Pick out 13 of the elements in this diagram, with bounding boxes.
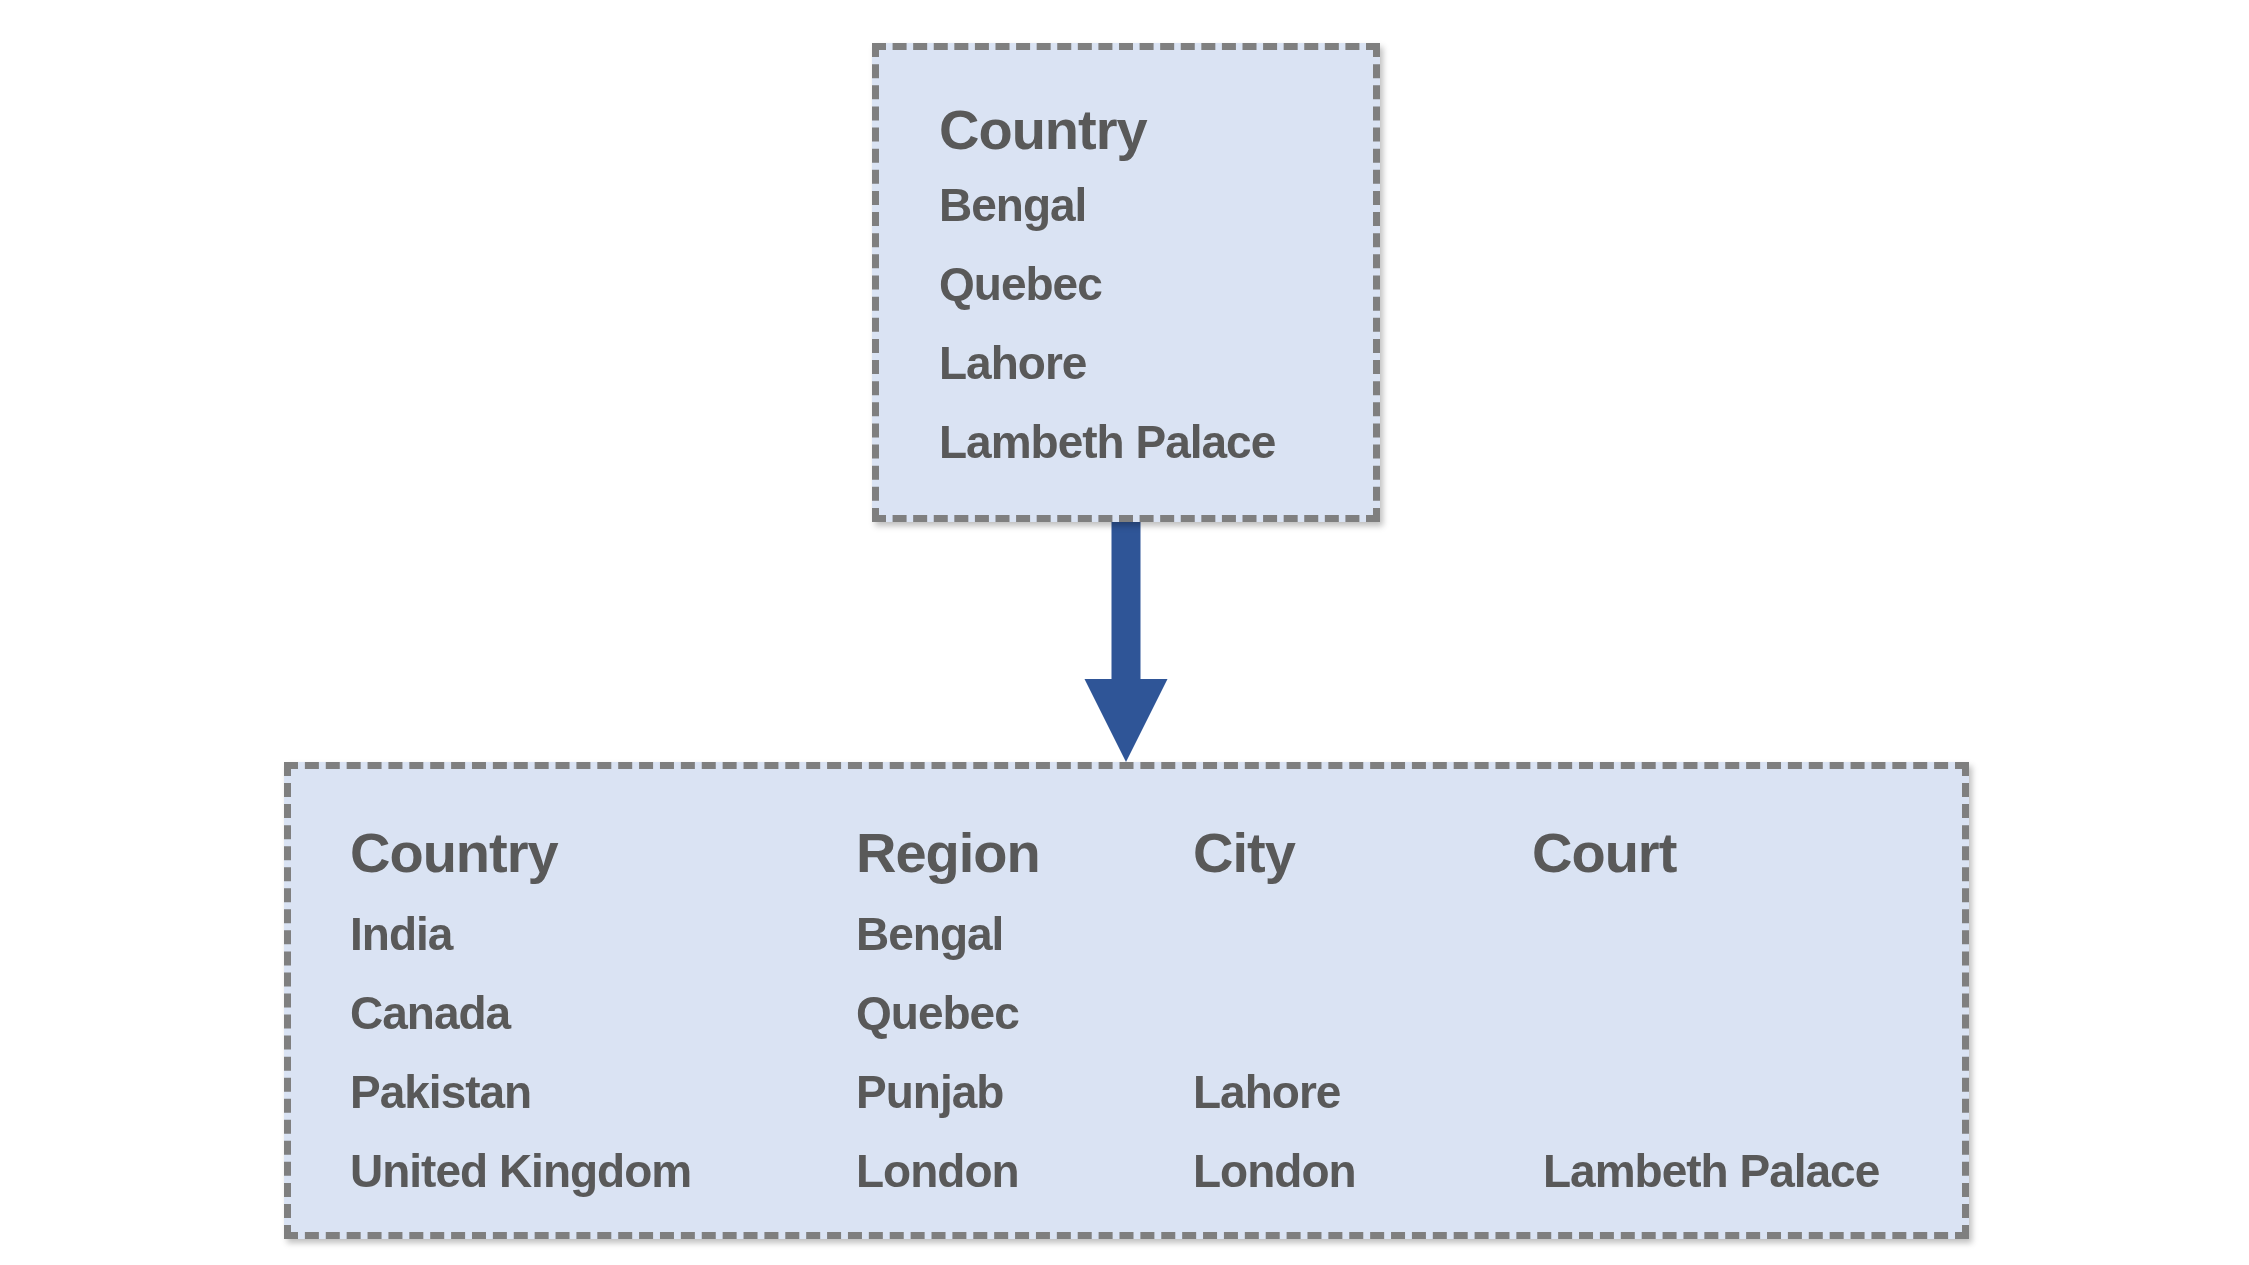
list-item: Lahore [1193,1069,1341,1115]
list-item: Lambeth Palace [939,419,1276,465]
list-item: Lambeth Palace [1543,1148,1880,1194]
list-item: India [350,911,453,957]
column-heading: Court [1532,825,1677,881]
dashed-box [284,762,1969,1239]
arrow [1084,522,1168,762]
list-item: London [856,1148,1019,1194]
dashed-box [872,43,1380,522]
list-item: Lahore [939,340,1087,386]
list-item: Pakistan [350,1069,532,1115]
list-item: London [1193,1148,1356,1194]
list-item: Canada [350,990,511,1036]
